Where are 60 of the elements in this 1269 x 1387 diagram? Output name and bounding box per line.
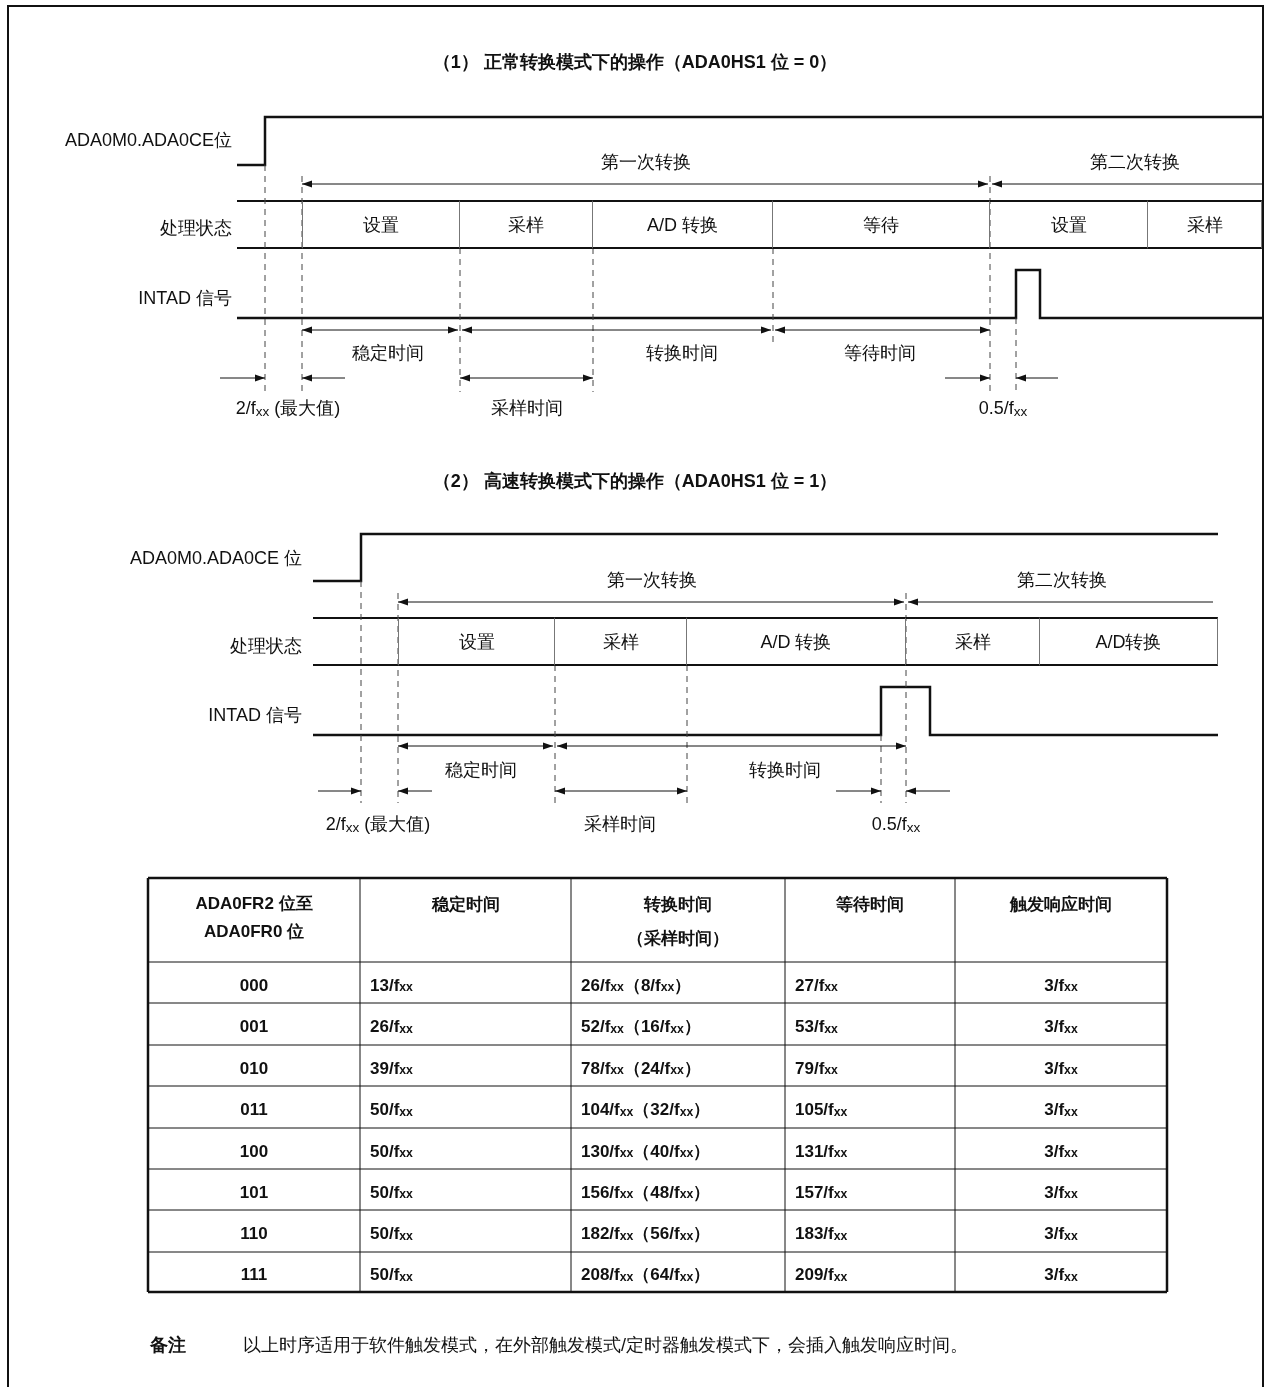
setting-code: 001 bbox=[238, 1016, 270, 1038]
state-segment bbox=[460, 200, 593, 249]
row-name: 处理状态 bbox=[230, 635, 302, 657]
state-name: 等待 bbox=[863, 213, 899, 237]
interval-label: 2/f$_{xx}$ (最大值) bbox=[325, 813, 431, 837]
setting-code: 110 bbox=[239, 1223, 269, 1245]
section-heading: （1） 正常转换模式下的操作（ADA0HS1 位 = 0） bbox=[432, 51, 838, 73]
state-segment bbox=[687, 617, 906, 666]
interval-label: 稳定时间 bbox=[445, 759, 517, 781]
setting-code: 011 bbox=[239, 1099, 269, 1121]
state-segment bbox=[593, 200, 773, 249]
setting-code: 100 bbox=[238, 1140, 270, 1163]
state-segment bbox=[773, 200, 990, 249]
period-label: 第二次转换 bbox=[1090, 151, 1180, 173]
section-heading: （2） 高速转换模式下的操作（ADA0HS1 位 = 1） bbox=[432, 470, 838, 492]
signal-name: ADA0M0.ADA0CE位 bbox=[64, 129, 232, 151]
interval-label: 转换时间 bbox=[749, 759, 821, 781]
state-segment bbox=[1148, 200, 1262, 249]
signal-name: INTAD 信号 bbox=[138, 287, 232, 309]
column-header: 触发响应时间 bbox=[1008, 894, 1113, 916]
signal-name: ADA0M0.ADA0CE 位 bbox=[129, 547, 302, 569]
setting-code: 101 bbox=[238, 1181, 270, 1204]
note-heading: 备注 bbox=[150, 1334, 186, 1356]
interval-label: 2/f$_{xx}$ (最大值) bbox=[235, 397, 341, 421]
note-text: 以上时序适用于软件触发模式，在外部触发模式/定时器触发模式下，会插入触发响应时间。 bbox=[243, 1334, 968, 1356]
state-name: 设置 bbox=[458, 630, 495, 654]
column-header: 稳定时间 bbox=[430, 894, 501, 916]
interval-label: 等待时间 bbox=[844, 342, 916, 364]
state-segment bbox=[398, 617, 555, 666]
row-name: 处理状态 bbox=[160, 217, 232, 239]
state-segment bbox=[990, 200, 1148, 249]
state-name: A/D 转换 bbox=[760, 630, 832, 654]
column-header: 等待时间 bbox=[835, 894, 905, 916]
period-label: 第一次转换 bbox=[607, 569, 697, 591]
interval-label: 0.5/f$_{xx}$ bbox=[871, 813, 921, 837]
signal-name: INTAD 信号 bbox=[208, 704, 302, 726]
state-segment bbox=[555, 617, 687, 666]
state-name: 设置 bbox=[1050, 213, 1087, 237]
setting-code: 111 bbox=[239, 1264, 269, 1286]
state-name: A/D 转换 bbox=[647, 213, 718, 237]
setting-code: 010 bbox=[238, 1057, 270, 1080]
state-segment bbox=[1040, 617, 1218, 666]
state-name: 采样 bbox=[954, 630, 991, 654]
state-name: 设置 bbox=[363, 213, 399, 237]
interval-label: 采样时间 bbox=[584, 813, 656, 835]
interval-label: 0.5/f$_{xx}$ bbox=[978, 397, 1028, 421]
column-header: 转换时间（采样时间） bbox=[626, 894, 730, 950]
period-label: 第二次转换 bbox=[1017, 569, 1107, 591]
interval-label: 采样时间 bbox=[491, 397, 563, 419]
setting-code: 000 bbox=[238, 974, 270, 997]
state-name: 采样 bbox=[1186, 213, 1223, 237]
period-label: 第一次转换 bbox=[601, 151, 691, 173]
state-name: 采样 bbox=[602, 630, 639, 654]
state-segment bbox=[906, 617, 1040, 666]
column-header: ADA0FR2 位至 ADA0FR0 位 bbox=[194, 893, 314, 943]
state-name: 采样 bbox=[508, 213, 544, 237]
state-name: A/D转换 bbox=[1095, 630, 1162, 654]
state-segment bbox=[302, 200, 460, 249]
interval-label: 转换时间 bbox=[646, 342, 718, 364]
interval-label: 稳定时间 bbox=[352, 342, 424, 364]
